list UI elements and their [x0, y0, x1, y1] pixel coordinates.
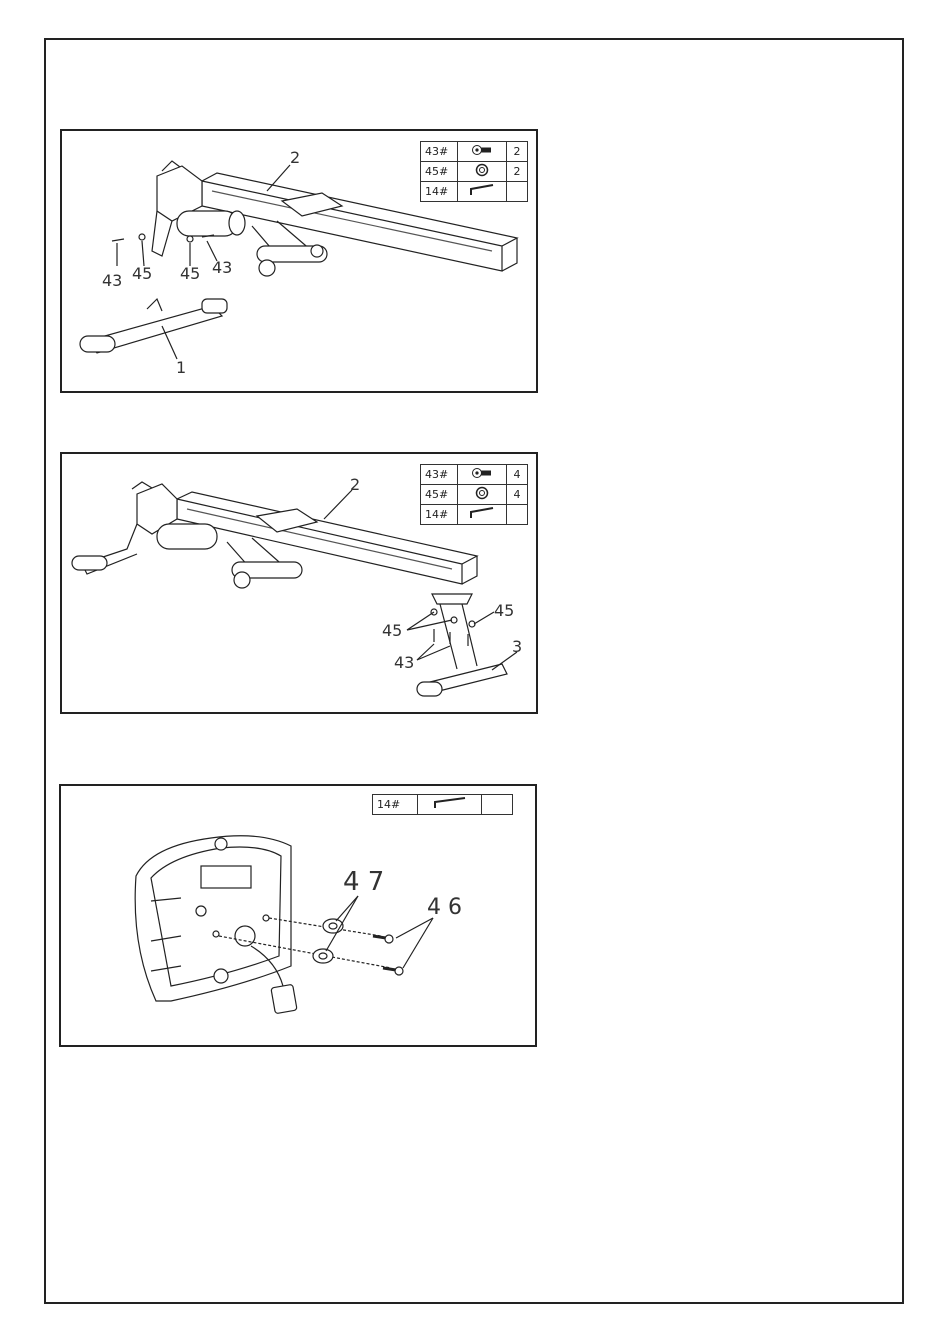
callout-washer: 45 [494, 601, 514, 620]
callout-washer: 45 [382, 621, 402, 640]
callout-bolt: 43 [212, 258, 232, 277]
step-2-panel: 43# 4 45# 4 14# [60, 452, 538, 714]
callout-screws: 4 6 [427, 895, 462, 920]
callout-washer: 45 [180, 264, 200, 283]
step-1-illustration: 2 43 45 45 43 1 [62, 131, 540, 395]
callout-rail: 2 [350, 475, 360, 494]
step-2-illustration: 2 45 45 43 3 [62, 454, 540, 716]
callout-rail: 2 [290, 148, 300, 167]
step-3-panel: 14# [59, 784, 537, 1047]
callout-front-stabilizer: 1 [176, 358, 186, 377]
step-3-illustration: 4 7 4 6 [61, 786, 539, 1049]
callout-bolt: 43 [102, 271, 122, 290]
callout-washer: 45 [132, 264, 152, 283]
callout-rear-stabilizer: 3 [512, 637, 522, 656]
callout-bolt: 43 [394, 653, 414, 672]
step-1-panel: 43# 2 45# 2 14# [60, 129, 538, 393]
callout-washers: 4 7 [343, 867, 384, 897]
